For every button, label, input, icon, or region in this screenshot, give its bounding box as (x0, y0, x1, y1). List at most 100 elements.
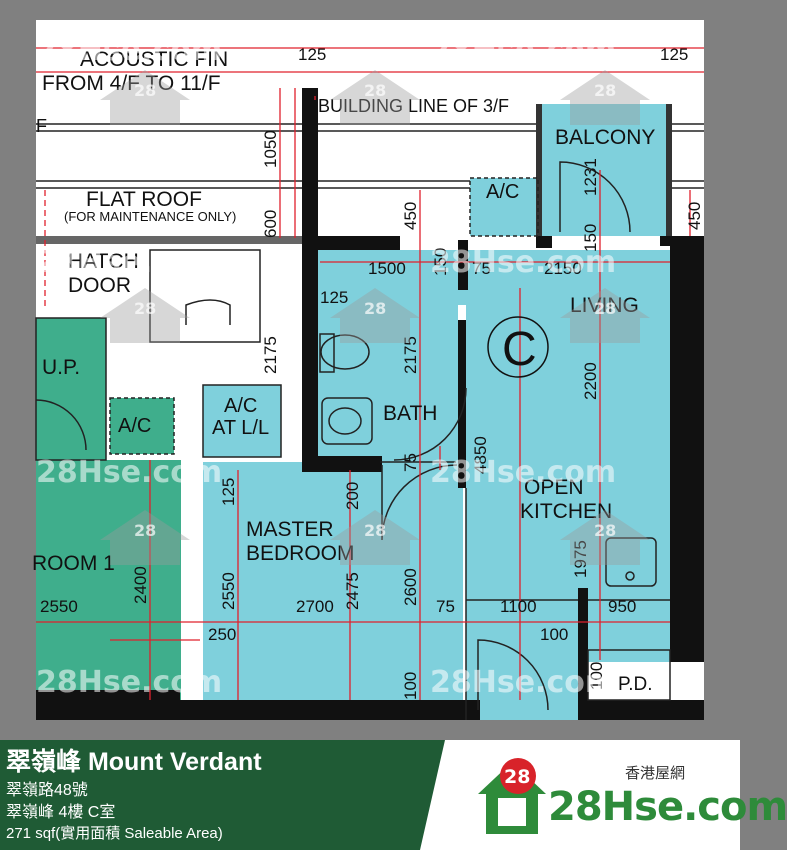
ac-ll-fill (203, 385, 281, 457)
watermark-badge-7: 28 (134, 521, 156, 540)
dim-100-b: 100 (587, 662, 606, 690)
footer-info-panel: 翠嶺峰 Mount Verdant 翠嶺路48號 翠嶺峰 4樓 C室 271 s… (0, 740, 445, 850)
logo-wordmark: 28Hse.com (548, 784, 787, 830)
watermark-5: 28Hse.com (36, 455, 222, 490)
living-label: LIVING (570, 294, 639, 317)
dim-75-c: 75 (436, 597, 455, 616)
watermark-badge-4: 28 (134, 299, 156, 318)
dim-2175-a: 2175 (261, 336, 280, 374)
dim-2550-a: 2550 (219, 572, 238, 610)
room-labels: ACOUSTIC FIN FROM 4/F TO 11/F BUILDING L… (32, 48, 655, 695)
ac-left-label: A/C (118, 415, 151, 437)
dim-125-c: 125 (320, 288, 348, 307)
watermark-badge-8: 28 (364, 521, 386, 540)
partitions (35, 177, 671, 720)
logo-badge: 28 (504, 766, 530, 788)
dim-125-d: 125 (219, 478, 238, 506)
dim-950: 950 (608, 597, 636, 616)
watermark-2: 28Hse.com (430, 33, 616, 68)
dim-4850: 4850 (471, 436, 490, 474)
watermark-badge-9: 28 (594, 521, 616, 540)
building-line-label: BUILDING LINE OF 3/F (318, 96, 509, 116)
ac-top-fill (470, 178, 538, 236)
watermark-1: 28Hse.com (36, 33, 222, 68)
fixtures (185, 299, 657, 587)
hatch-label-1: HATCH (68, 250, 139, 273)
left-room-fill (36, 318, 106, 460)
flat-roof-label: FLAT ROOF (86, 188, 202, 211)
dim-450-a: 450 (401, 202, 420, 230)
dim-2700: 2700 (296, 597, 334, 616)
pd-label: P.D. (618, 674, 653, 695)
f-label: F (36, 116, 47, 136)
watermark-badge-2: 28 (364, 81, 386, 100)
watermark-8: 28Hse.com (430, 665, 616, 700)
watermark-badge-1: 28 (134, 81, 156, 100)
logo-subtitle: 香港屋網 (625, 765, 686, 782)
watermark-badge-5: 28 (364, 299, 386, 318)
dim-600: 600 (261, 210, 280, 238)
dim-1231: 1231 (581, 158, 600, 196)
dim-100-c: 100 (401, 672, 420, 700)
room1-label: ROOM 1 (32, 552, 115, 575)
property-address: 翠嶺路48號 (6, 782, 88, 799)
balcony-label: BALCONY (555, 126, 655, 149)
toilet (320, 334, 370, 370)
watermark-7: 28Hse.com (36, 665, 222, 700)
property-title: 翠嶺峰 Mount Verdant (6, 748, 262, 776)
dim-1500: 1500 (368, 259, 406, 278)
dim-2550-b: 2550 (40, 597, 78, 616)
dim-2600: 2600 (401, 568, 420, 606)
dim-2475: 2475 (343, 572, 362, 610)
watermark-badge-6: 28 (594, 299, 616, 318)
up-label: U.P. (42, 356, 80, 379)
dim-75-a: 75 (472, 259, 491, 278)
footer-banner: 翠嶺峰 Mount Verdant 翠嶺路48號 翠嶺峰 4樓 C室 271 s… (0, 740, 787, 850)
watermark-badge-3: 28 (594, 81, 616, 100)
ac-ll-label-2: AT L/L (212, 417, 269, 439)
dim-100-a: 100 (540, 625, 568, 644)
property-area: 271 sqf(實用面積 Saleable Area) (6, 825, 223, 842)
watermark-6: 28Hse.com (430, 455, 616, 490)
watermark-house-icons (100, 70, 650, 565)
dim-2400: 2400 (131, 566, 150, 604)
unit-marker-circle (487, 316, 549, 378)
hatch-label-2: DOOR (68, 274, 131, 297)
open-kitchen-label-2: KITCHEN (520, 500, 612, 523)
dim-2150: 2150 (544, 259, 582, 278)
dim-150-a: 150 (581, 224, 600, 252)
ac-ll-label-1: A/C (224, 395, 257, 417)
unit-label: C (502, 323, 537, 376)
ac-left-fill (110, 398, 174, 454)
dim-200: 200 (343, 482, 362, 510)
master-bedroom-label-1: MASTER (246, 518, 334, 541)
walls (36, 88, 704, 720)
dimension-texts: 125 125 1050 600 450 450 1231 150 1500 1… (40, 45, 704, 700)
property-unit: 翠嶺峰 4樓 C室 (6, 804, 116, 821)
acoustic-fin-label-1: ACOUSTIC FIN (80, 48, 228, 71)
dim-1050: 1050 (261, 130, 280, 168)
open-kitchen-label-1: OPEN (524, 476, 584, 499)
ac-top-label: A/C (486, 181, 519, 203)
dim-2175-b: 2175 (401, 336, 420, 374)
dim-1100: 1100 (500, 597, 537, 616)
dim-125-b: 125 (660, 45, 688, 64)
dimension-lines (36, 47, 704, 700)
dim-250: 250 (208, 625, 236, 644)
master-bedroom-label-2: BEDROOM (246, 542, 355, 565)
acoustic-fin-label-2: FROM 4/F TO 11/F (42, 72, 221, 95)
floor-plan: ACOUSTIC FIN FROM 4/F TO 11/F BUILDING L… (32, 20, 704, 720)
dim-2200: 2200 (581, 362, 600, 400)
watermarks: 28Hse.com 28Hse.com 28Hse.com 28Hse.com … (36, 33, 650, 700)
balcony-fill (540, 104, 668, 236)
watermark-3: 28Hse.com (36, 245, 222, 280)
watermark-4: 28Hse.com (430, 245, 616, 280)
doors (35, 161, 631, 711)
dim-150-b: 150 (431, 248, 450, 276)
flat-roof-sub-label: (FOR MAINTENANCE ONLY) (64, 209, 236, 224)
kitchen-sink (605, 537, 657, 587)
logo-house-icon: 28 (478, 758, 546, 834)
dim-125-a: 125 (298, 45, 326, 64)
dim-75-b: 75 (401, 453, 420, 472)
bath-label: BATH (383, 402, 437, 425)
